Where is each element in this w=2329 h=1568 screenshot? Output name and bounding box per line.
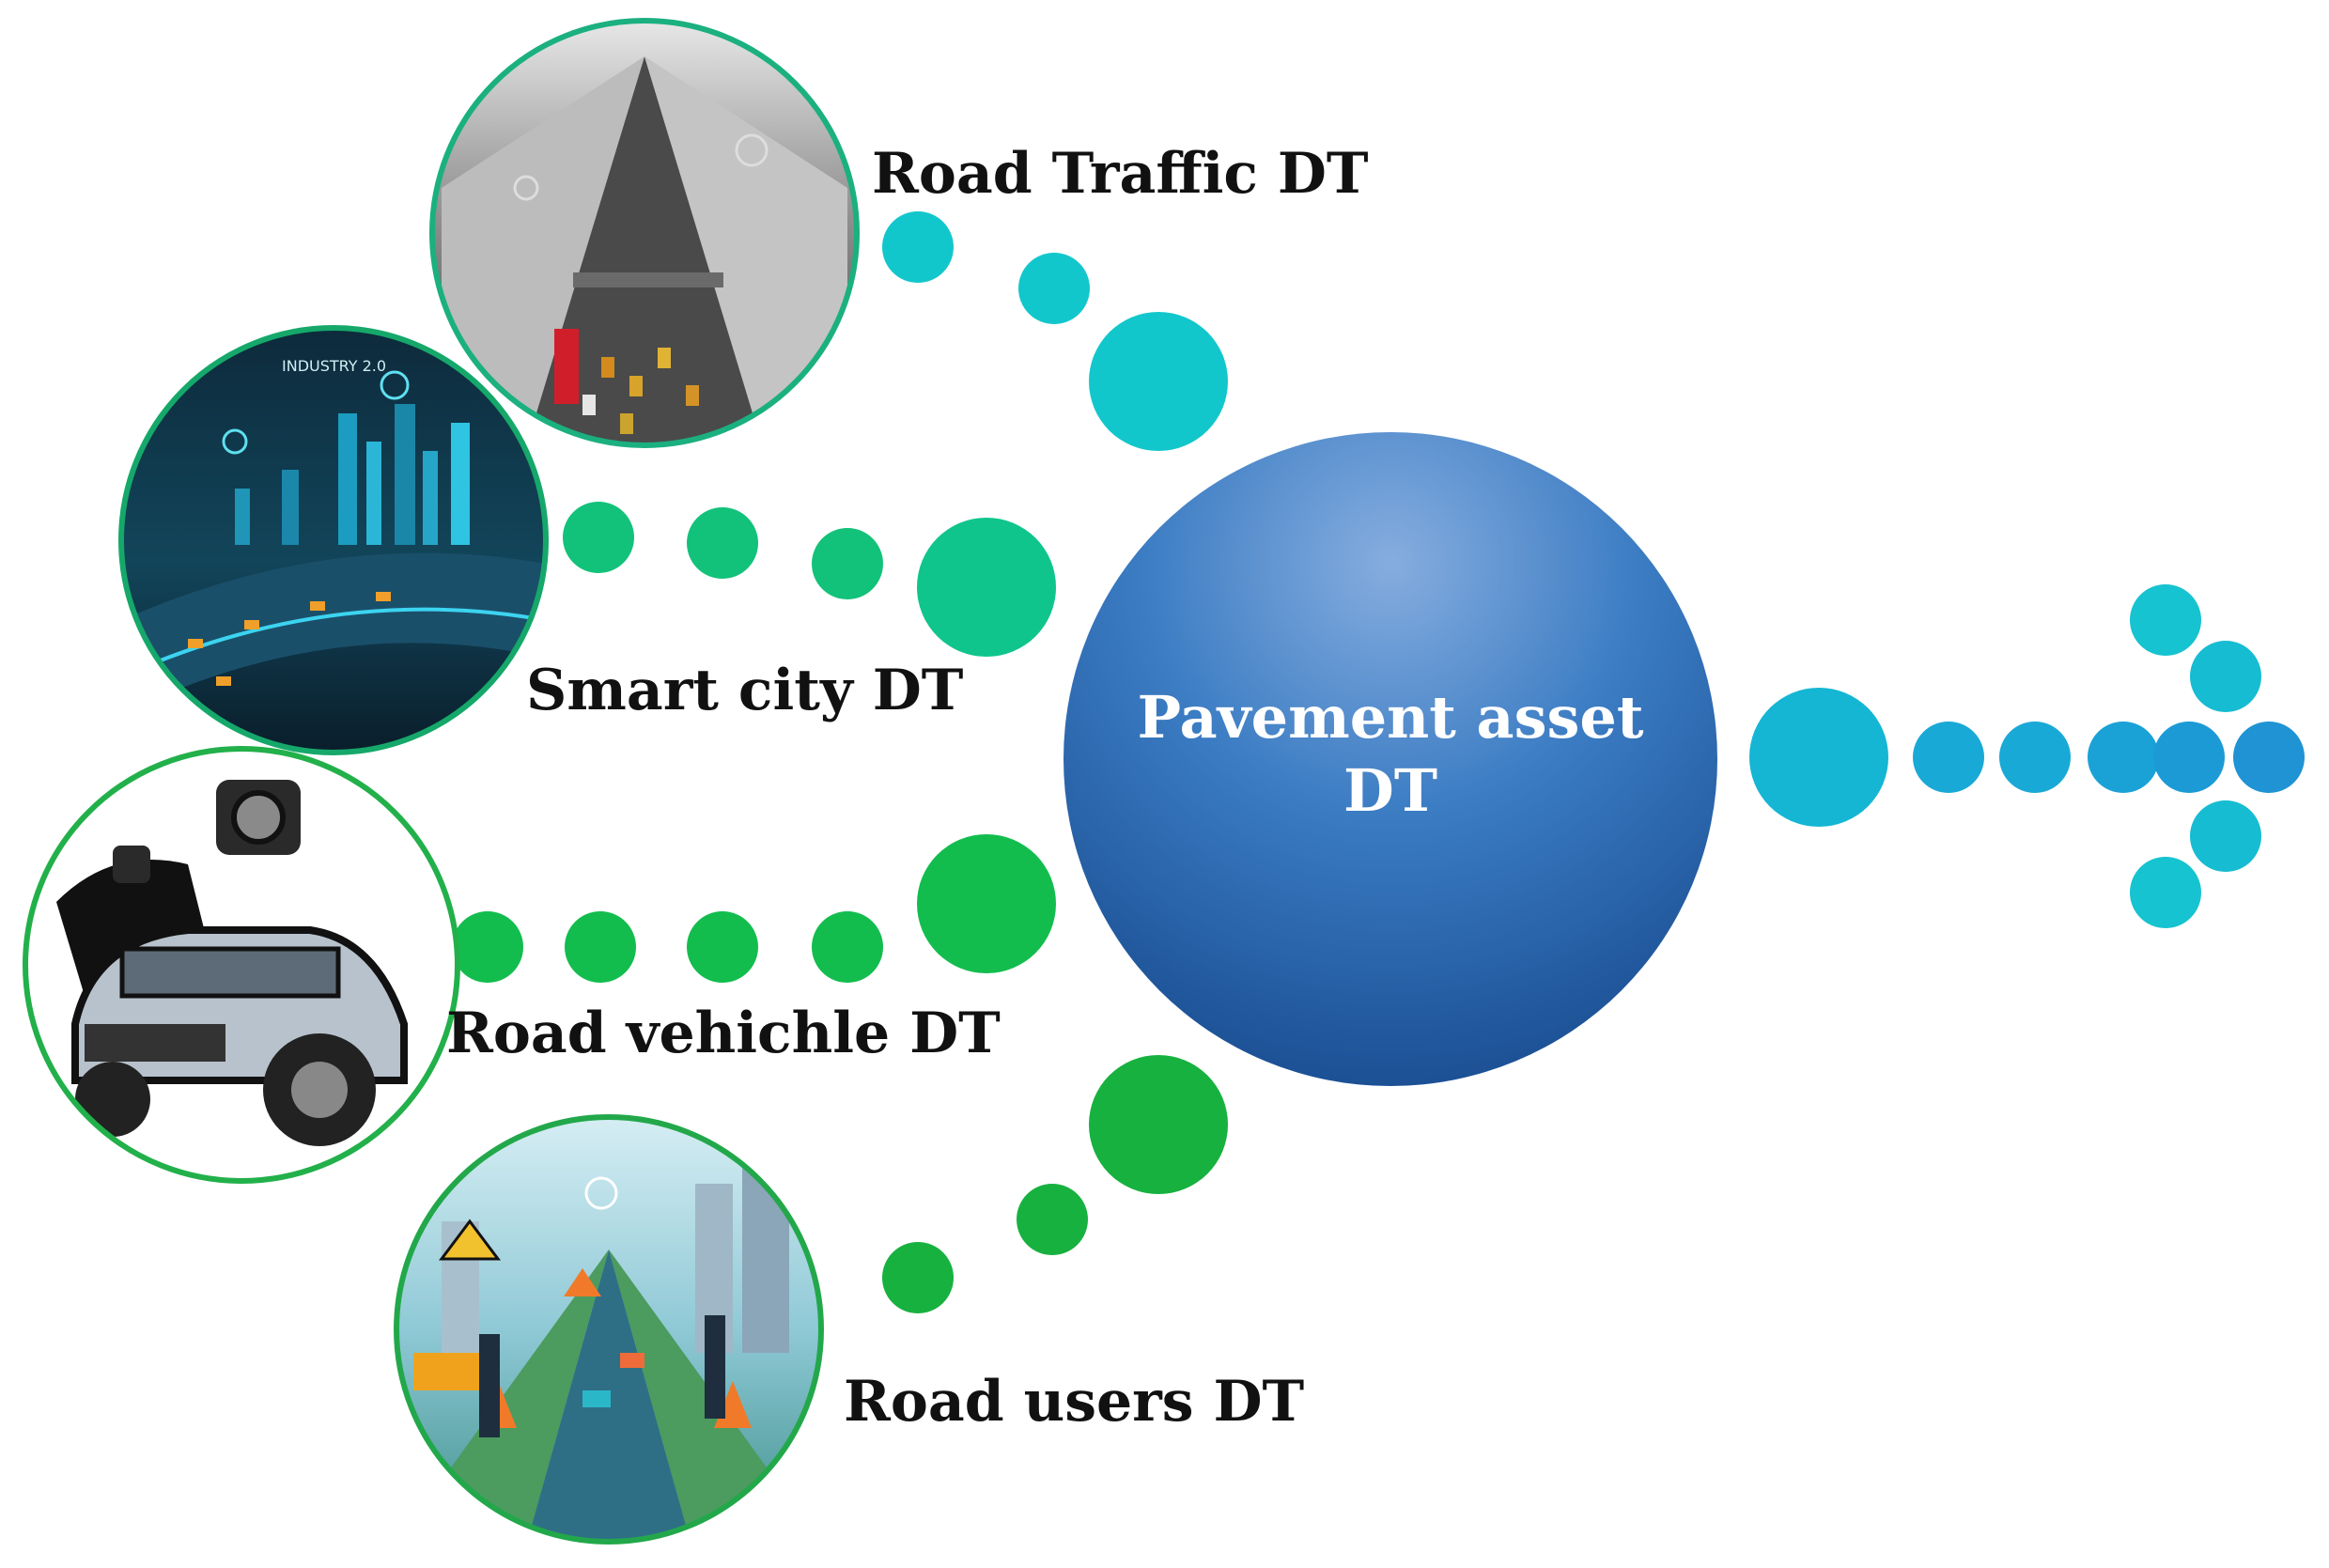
- connector-dot: [565, 911, 636, 983]
- pavement-asset-hub: [1064, 432, 1717, 1086]
- smart-city-illustration-icon: INDUSTRY 2.0: [118, 325, 549, 755]
- connector-dot: [1089, 312, 1228, 451]
- connector-dot: [917, 834, 1056, 973]
- traffic-connector: [882, 211, 1228, 451]
- connector-dot: [687, 911, 758, 983]
- road-vehicle-label: Road vehichle DT: [446, 1001, 1001, 1066]
- arrow-right-icon: [1749, 584, 2305, 928]
- connector-dot: [882, 211, 954, 283]
- road-traffic-label: Road Traffic DT: [872, 141, 1369, 207]
- arrow-dot: [2190, 800, 2261, 872]
- connector-dot: [1018, 253, 1090, 324]
- arrow-dot: [2190, 641, 2261, 712]
- thumbnail-ring: [429, 18, 860, 448]
- smart-city-connector: [563, 502, 1056, 657]
- arrow-dot: [1913, 722, 1984, 793]
- thumbnail-ring: [118, 325, 549, 755]
- connector-dot: [687, 507, 758, 579]
- connector-dot: [812, 528, 883, 599]
- pavement-asset-title: Pavement asset DT: [1062, 681, 1719, 827]
- vehicle-sensors-illustration-icon: [23, 746, 460, 1184]
- arrow-dot: [2130, 857, 2201, 928]
- arrow-dot: [2088, 722, 2159, 793]
- pavement-asset-title-line1: Pavement asset: [1137, 683, 1644, 752]
- connector-dot: [563, 502, 634, 573]
- road-users-label: Road users DT: [844, 1369, 1305, 1435]
- connector-dot: [917, 518, 1056, 657]
- city-traffic-photo-icon: [429, 18, 860, 448]
- connector-dot: [1089, 1055, 1228, 1194]
- pavement-asset-title-line2: DT: [1343, 755, 1437, 825]
- arrow-dot: [2130, 584, 2201, 656]
- arrow-dot: [1749, 688, 1888, 827]
- road-users-connector: [882, 1055, 1228, 1313]
- arrow-dot: [1999, 722, 2071, 793]
- arrow-dot: [2153, 722, 2225, 793]
- arrow-dot: [2233, 722, 2305, 793]
- thumbnail-ring: [23, 746, 460, 1184]
- smart-city-label: Smart city DT: [526, 658, 964, 723]
- connector-dot: [882, 1242, 954, 1313]
- connector-dot: [1017, 1184, 1088, 1255]
- thumbnail-ring: [394, 1114, 824, 1545]
- connector-dot: [452, 911, 523, 983]
- connector-dot: [812, 911, 883, 983]
- road-users-illustration-icon: [394, 1114, 824, 1545]
- smart-city-caption: INDUSTRY 2.0: [282, 357, 386, 375]
